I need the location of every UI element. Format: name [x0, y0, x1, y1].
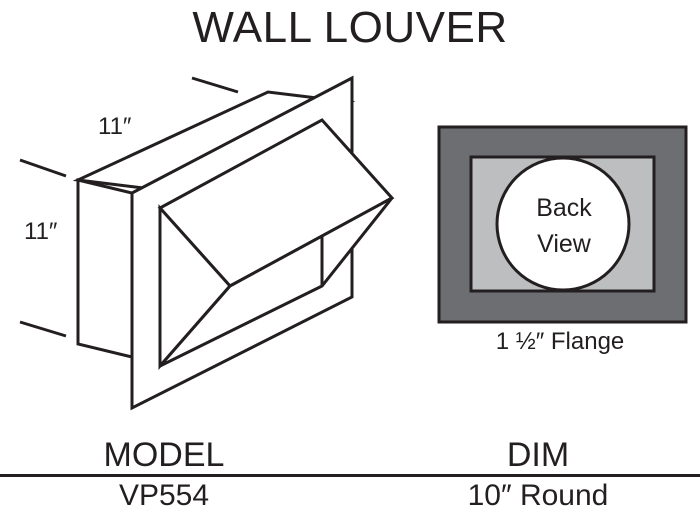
model-value: VP554: [118, 479, 210, 512]
diagram-title: WALL LOUVER: [192, 3, 508, 52]
flange-label: 1 ½″ Flange: [495, 328, 625, 355]
dim-value: 10″ Round: [467, 479, 609, 512]
height-dimension-label: 11″: [24, 218, 58, 245]
dim-header: DIM: [506, 436, 570, 474]
back-view-label-line1: Back: [536, 194, 592, 222]
sleeve-front: [76, 178, 134, 359]
width-dim-tick-right: [191, 76, 239, 94]
back-view-label-line2: View: [537, 230, 591, 258]
width-dim-tick-left: [19, 158, 67, 178]
model-header: MODEL: [103, 436, 225, 474]
width-dimension-label: 11″: [98, 113, 132, 140]
louver-3d-view: [72, 75, 395, 411]
height-dim-tick-bottom: [19, 320, 67, 338]
hood-bottom: [158, 196, 394, 368]
back-view-label: Back View: [499, 190, 629, 262]
back-view-duct-opening: [495, 156, 631, 292]
back-view: [437, 125, 688, 324]
table-divider: [0, 474, 700, 477]
